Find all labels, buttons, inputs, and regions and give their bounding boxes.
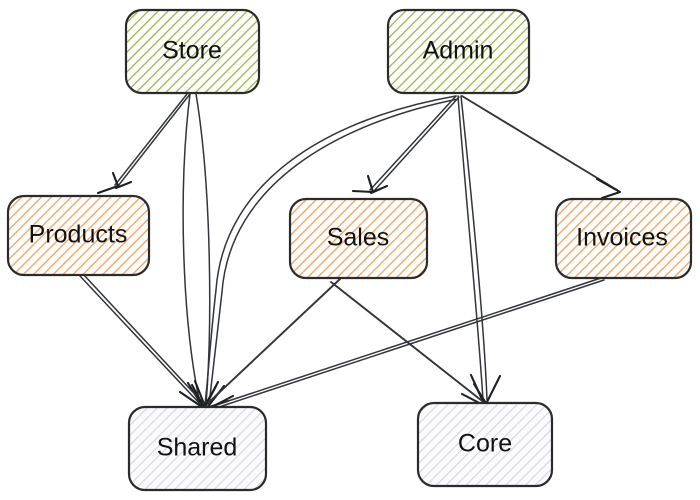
node-admin[interactable]: Admin (386, 8, 531, 95)
node-sales[interactable]: Sales (288, 197, 429, 280)
node-layer: Store Admin Products Sales Invoices Shar (6, 8, 693, 492)
node-admin-shape[interactable] (386, 8, 531, 95)
edge-admin-to-invoices (461, 95, 622, 200)
edge-store-to-products (96, 93, 191, 195)
edge-invoices-to-core (330, 281, 491, 410)
node-core-shape[interactable] (416, 401, 554, 488)
node-invoices[interactable]: Invoices (554, 197, 693, 280)
edge-store-to-shared (182, 93, 220, 411)
edge-layer (79, 93, 622, 416)
node-sales-shape[interactable] (288, 197, 429, 280)
node-products-shape[interactable] (6, 194, 151, 277)
node-shared[interactable]: Shared (127, 405, 268, 492)
edge-invoices-to-shared (204, 277, 605, 416)
node-store[interactable]: Store (124, 8, 261, 95)
node-shared-shape[interactable] (127, 405, 268, 492)
edge-admin-to-sales (351, 95, 460, 195)
node-store-shape[interactable] (124, 8, 261, 95)
edge-admin-to-core (457, 95, 502, 408)
node-invoices-shape[interactable] (554, 197, 693, 280)
node-products[interactable]: Products (6, 194, 151, 277)
node-core[interactable]: Core (416, 401, 554, 488)
